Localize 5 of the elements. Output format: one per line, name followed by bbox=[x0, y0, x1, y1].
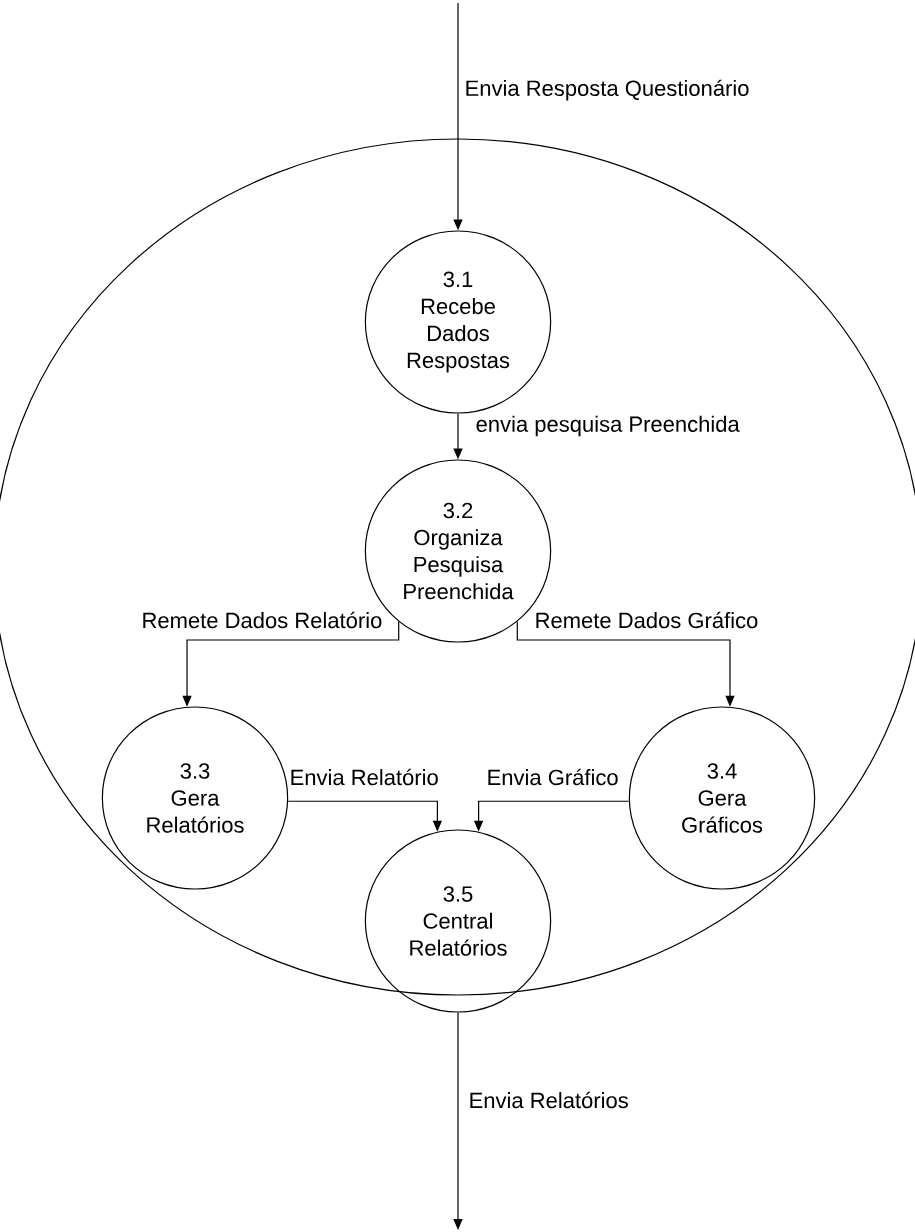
edge-label: Envia Relatórios bbox=[467, 1090, 630, 1110]
edge-label: Envia Resposta Questionário bbox=[463, 78, 751, 102]
edge-label: Envia Relatório bbox=[288, 767, 440, 787]
edge-label: Envia Gráfico bbox=[485, 767, 620, 787]
edge-label: envia pesquisa Preenchida bbox=[474, 414, 741, 438]
